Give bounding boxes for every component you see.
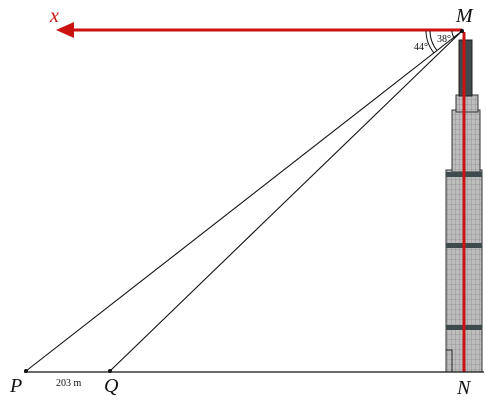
point-m-dot bbox=[460, 29, 464, 33]
tower-upper-section bbox=[455, 94, 479, 113]
tower-mid-section bbox=[451, 109, 481, 173]
line-mq bbox=[109, 30, 463, 372]
x-axis-arrowhead bbox=[56, 22, 74, 38]
distance-pq-label: 203 m bbox=[56, 378, 82, 389]
tower-entrance bbox=[446, 349, 453, 372]
point-p-dot bbox=[24, 369, 28, 373]
x-axis-label: x bbox=[49, 5, 59, 27]
point-m-label: M bbox=[455, 5, 474, 27]
angle-p-label: 44° bbox=[414, 42, 428, 53]
line-mp bbox=[25, 30, 463, 372]
point-q-dot bbox=[108, 369, 112, 373]
angle-arc-q-inner bbox=[451, 30, 456, 39]
angle-q-label: 38° bbox=[437, 34, 451, 45]
point-q-label: Q bbox=[104, 375, 119, 397]
point-n-label: N bbox=[456, 377, 472, 399]
angle-arc-p-outer-1 bbox=[429, 30, 438, 51]
angle-arc-p-outer-2 bbox=[425, 30, 435, 54]
point-p-label: P bbox=[9, 375, 22, 397]
